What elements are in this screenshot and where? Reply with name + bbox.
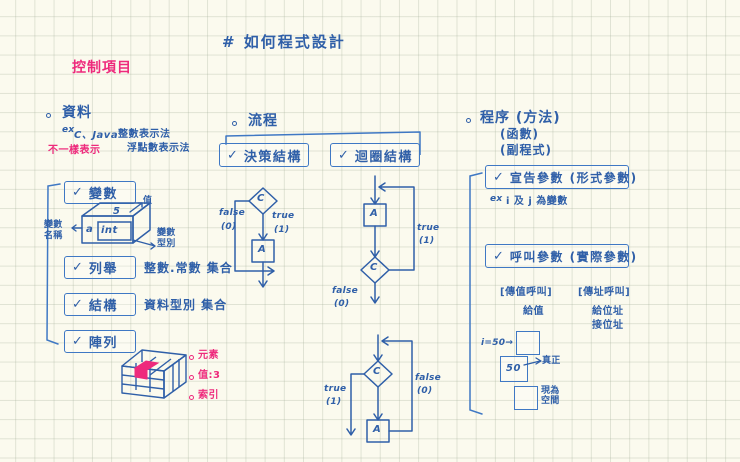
data-note-different-representation: 不一樣表示 — [48, 145, 101, 156]
call-by-value-title: [傳值呼叫] — [500, 287, 553, 298]
heading-flow: 流程 — [248, 113, 278, 129]
data-example-langs: C、Java — [74, 130, 119, 141]
while-true-label: true — [417, 223, 440, 233]
data-example-line1: 整數表示法 — [118, 129, 171, 140]
dowhile-false-value: (0) — [417, 386, 433, 396]
memory-cell-2-label: 真正 — [542, 356, 561, 366]
bullet-icon-data — [46, 113, 51, 118]
procedure-declare-params-label: 宣告參數 (形式參數) — [509, 170, 638, 185]
variable-value: 5 — [113, 206, 121, 217]
page-title: # 如何程式設計 — [222, 33, 346, 51]
bullet-icon-array-index — [189, 395, 194, 400]
dowhile-action-label: A — [373, 424, 382, 435]
procedure-call-params-label: 呼叫參數 (實際參數) — [509, 249, 638, 264]
heading-data: 資料 — [62, 105, 92, 121]
variable-type-label: 變數 型別 — [157, 228, 176, 249]
data-item-struct-note: 資料型別 集合 — [144, 298, 228, 312]
procedure-call-params[interactable]: ✓ 呼叫參數 (實際參數) — [485, 244, 636, 268]
data-item-enum[interactable]: ✓ 列舉 — [64, 256, 136, 279]
procedure-declare-params[interactable]: ✓ 宣告參數 (形式參數) — [485, 165, 636, 189]
section-label-control-items: 控制項目 — [72, 60, 132, 76]
data-item-struct-label: 結構 — [88, 299, 118, 314]
decision-true-label: true — [272, 211, 295, 221]
variable-name-label: 變數 名稱 — [44, 220, 63, 241]
while-true-value: (1) — [419, 236, 435, 246]
array-label-index: 索引 — [198, 390, 219, 401]
while-false-value: (0) — [334, 299, 350, 309]
decision-true-value: (1) — [274, 225, 290, 235]
bullet-icon-array-value — [189, 375, 194, 380]
decision-action-label: A — [258, 244, 267, 255]
memory-cell-2-value: 50 — [506, 363, 521, 374]
flow-item-decision[interactable]: ✓ 決策結構 — [219, 143, 309, 167]
data-item-array-label: 陣列 — [88, 336, 118, 351]
decision-false-value: (0) — [221, 222, 237, 232]
call-by-reference-sub1: 給位址 — [592, 306, 624, 317]
array-label-value: 值:3 — [198, 370, 221, 381]
heading-procedure-alt1: (函數) — [500, 127, 539, 141]
procedure-declare-example-prefix: ex — [490, 194, 503, 204]
while-condition-label: C — [370, 262, 378, 273]
while-action-label: A — [370, 208, 379, 219]
variable-type: int — [101, 225, 118, 236]
data-example-line2: 浮點數表示法 — [127, 143, 190, 154]
memory-cell-3 — [514, 386, 538, 410]
data-item-struct[interactable]: ✓ 結構 — [64, 293, 136, 316]
check-icon-declare-params: ✓ — [493, 169, 504, 185]
data-example-prefix: ex — [62, 125, 75, 135]
data-item-variable[interactable]: ✓ 變數 — [64, 181, 136, 204]
dowhile-false-label: false — [415, 373, 442, 383]
decision-false-label: false — [219, 208, 246, 218]
call-by-reference-sub2: 接位址 — [592, 320, 624, 331]
data-item-enum-label: 列舉 — [88, 262, 118, 277]
memory-cell-1 — [516, 331, 540, 355]
heading-procedure: 程序 (方法) — [480, 110, 561, 126]
memory-cell-2 — [500, 356, 528, 382]
flow-item-loop[interactable]: ✓ 迴圈結構 — [330, 143, 420, 167]
heading-procedure-alt2: (副程式) — [500, 143, 552, 157]
bullet-icon-array-element — [189, 355, 194, 360]
check-icon-call-params: ✓ — [493, 248, 504, 264]
variable-name: a — [86, 224, 94, 235]
data-item-enum-note: 整數.常數 集合 — [144, 261, 233, 275]
check-icon-variable: ✓ — [72, 185, 83, 200]
bullet-icon-flow — [232, 121, 237, 126]
memory-cell-1-label: i=50→ — [481, 338, 514, 348]
data-item-variable-label: 變數 — [88, 187, 118, 202]
variable-value-label: 值 — [143, 196, 153, 206]
while-false-label: false — [332, 286, 359, 296]
call-by-value-sub: 給值 — [523, 306, 544, 317]
check-icon-decision: ✓ — [227, 147, 238, 163]
decision-condition-label: C — [257, 193, 265, 204]
check-icon-struct: ✓ — [72, 297, 83, 312]
bullet-icon-procedure — [466, 118, 471, 123]
data-item-array[interactable]: ✓ 陣列 — [64, 330, 136, 353]
procedure-declare-example: i 及 j 為變數 — [506, 196, 568, 207]
check-icon-array: ✓ — [72, 334, 83, 349]
dowhile-condition-label: C — [373, 366, 381, 377]
flow-item-decision-label: 決策結構 — [243, 149, 302, 165]
check-icon-enum: ✓ — [72, 260, 83, 275]
dowhile-true-label: true — [324, 384, 347, 394]
call-by-reference-title: [傳址呼叫] — [578, 287, 631, 298]
memory-cell-3-label: 現為 空間 — [541, 386, 560, 407]
check-icon-loop: ✓ — [338, 147, 349, 163]
flow-item-loop-label: 迴圈結構 — [354, 149, 413, 165]
dowhile-true-value: (1) — [326, 397, 342, 407]
array-label-element: 元素 — [198, 350, 219, 361]
